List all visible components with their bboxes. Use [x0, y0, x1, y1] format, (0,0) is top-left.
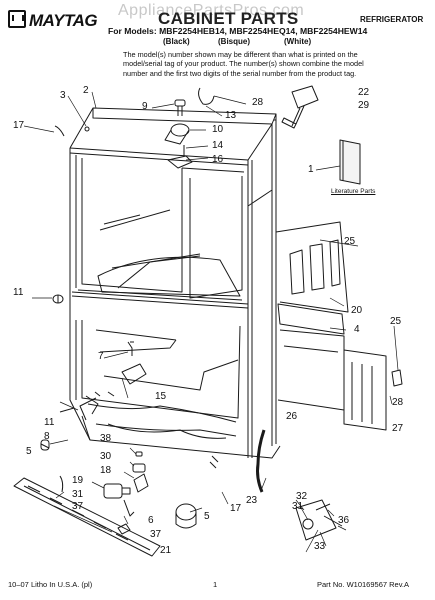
appliance-type: REFRIGERATOR [360, 15, 424, 24]
callout-19: 18 [100, 465, 112, 476]
callout-3: 3 [60, 90, 66, 101]
callout-23: 22 [358, 87, 370, 98]
callout-7: 7 [98, 351, 104, 362]
roller-assembly [295, 499, 343, 541]
rear-panels [277, 303, 345, 411]
callout-32: 30 [100, 451, 112, 462]
callout-4: 4 [354, 324, 360, 335]
leader-lines [23, 91, 399, 553]
access-cover [343, 349, 403, 431]
callout-24: 23 [246, 495, 258, 506]
callout-36: 36 [338, 515, 350, 526]
callout-27: 27 [392, 423, 404, 434]
callout-31: 31 [72, 489, 84, 500]
literature-parts-label: Literature Parts [331, 188, 376, 195]
color-label-black: (Black) [163, 37, 190, 46]
callout-17: 17 [13, 120, 25, 131]
compressor-cover [275, 221, 349, 313]
hinge-assembly [281, 85, 319, 129]
callout-26: 26 [286, 411, 298, 422]
footer-part-number: Part No. W10169567 Rev.A [317, 580, 409, 589]
maytag-logo-icon [8, 10, 26, 28]
callout-25-top: 25 [344, 236, 356, 247]
color-label-white: (White) [284, 37, 312, 46]
models-line: For Models: MBF2254HEB14, MBF2254HEQ14, … [108, 26, 368, 36]
callout-18: 17 [230, 503, 242, 514]
callout-37-left: 37 [72, 501, 84, 512]
callout-25-right: 25 [390, 316, 402, 327]
callout-5-left: 5 [26, 446, 32, 457]
callout-33: 31 [292, 501, 304, 512]
callout-11: 11 [44, 417, 55, 428]
page-title: CABINET PARTS [158, 9, 299, 28]
instructions-text: The model(s) number shown may be differe… [123, 50, 364, 78]
brand-name: MAYTAG [29, 11, 98, 30]
callout-5-mid: 5 [204, 511, 210, 522]
callout-10: 10 [212, 124, 224, 135]
footer-litho: 10–07 Litho In U.S.A. (pl) [8, 580, 93, 589]
callout-14: 14 [212, 140, 224, 151]
callout-20: 19 [72, 475, 84, 486]
fasteners [40, 87, 219, 535]
callout-16: 16 [212, 154, 224, 165]
watermark-text: AppliancePartsPros.com [118, 2, 305, 19]
callout-12: 11 [13, 287, 24, 298]
callout-9: 9 [142, 101, 148, 112]
callout-22: 21 [160, 545, 172, 556]
cabinet-shell [69, 107, 281, 459]
literature-booklet [339, 139, 361, 185]
callout-1: 1 [308, 164, 314, 175]
brand-logo: MAYTAG [8, 10, 98, 31]
callout-38: 38 [100, 433, 112, 444]
callout-8: 8 [44, 431, 50, 442]
callout-30: 28 [252, 97, 264, 108]
callout-13: 13 [225, 110, 237, 121]
callout-35: 33 [314, 541, 326, 552]
callout-21: 20 [351, 305, 363, 316]
kickplate-grille [13, 477, 161, 557]
callout-37-right: 37 [150, 529, 162, 540]
callout-2: 2 [83, 85, 89, 96]
callout-29: 29 [358, 100, 370, 111]
color-label-bisque: (Bisque) [218, 37, 250, 46]
callout-28: 28 [392, 397, 404, 408]
water-tube [256, 429, 266, 493]
callout-6: 6 [148, 515, 154, 526]
callout-34: 32 [296, 491, 308, 502]
callout-15: 15 [155, 391, 167, 402]
footer-page-number: 1 [213, 580, 218, 589]
